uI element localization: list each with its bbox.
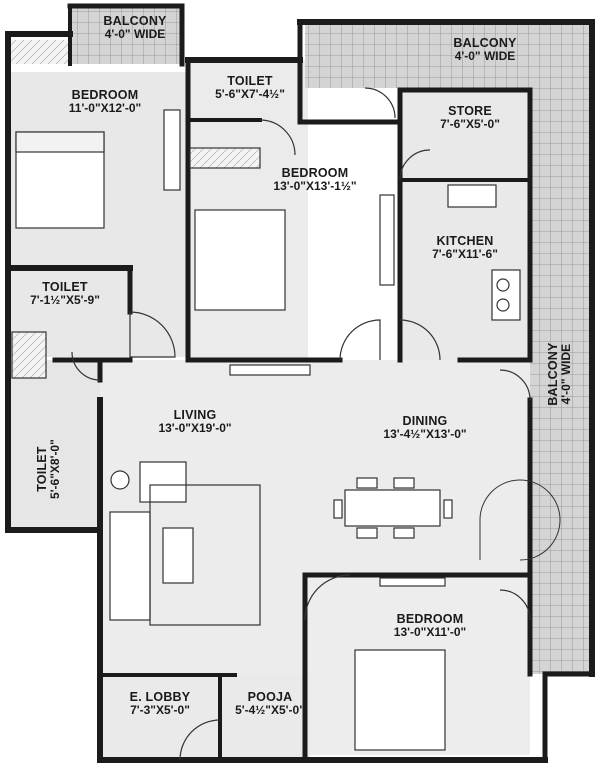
bed-c (194, 209, 286, 311)
label-dining: DINING 13'-4½"X13'-0" (383, 414, 467, 442)
label-balcony-nw: BALCONY 4'-0" WIDE (103, 14, 167, 42)
balcony-nw (70, 6, 182, 64)
furniture (11, 109, 521, 751)
spiral-staircase (479, 479, 561, 561)
label-bedroom-s: BEDROOM 13'-0"X11'-0" (393, 612, 467, 640)
door-swings (71, 87, 531, 761)
bed-s (354, 649, 446, 751)
balcony-ne (305, 22, 592, 88)
walls (5, 3, 595, 763)
label-living: LIVING 13'-0"X19'-0" (158, 408, 232, 436)
label-balcony-e: BALCONY 4'-0" WIDE (545, 342, 574, 406)
floor-area (8, 60, 530, 760)
label-kitchen: KITCHEN 7'-6"X11'-6" (432, 234, 498, 262)
balcony-nw-rail (8, 40, 70, 64)
balcony-e (530, 88, 592, 674)
label-toilet-top: TOILET 5'-6"X7'-4½" (215, 74, 285, 102)
label-balcony-ne: BALCONY 4'-0" WIDE (453, 36, 517, 64)
label-elobby: E. LOBBY 7'-3"X5'-0" (129, 690, 191, 718)
label-bedroom-c: BEDROOM 13'-0"X13'-1½" (273, 166, 357, 194)
label-bedroom-nw: BEDROOM 11'-0"X12'-0" (68, 88, 142, 116)
label-store: STORE 7'-6"X5'-0" (440, 104, 500, 132)
label-toilet-w: TOILET 7'-1½"X5'-9" (30, 280, 100, 308)
label-pooja: POOJA 5'-4½"X5'-0" (235, 690, 305, 718)
label-toilet-sw: TOILET 5'-6"X8'-0" (34, 439, 63, 499)
balcony-areas (8, 6, 592, 674)
